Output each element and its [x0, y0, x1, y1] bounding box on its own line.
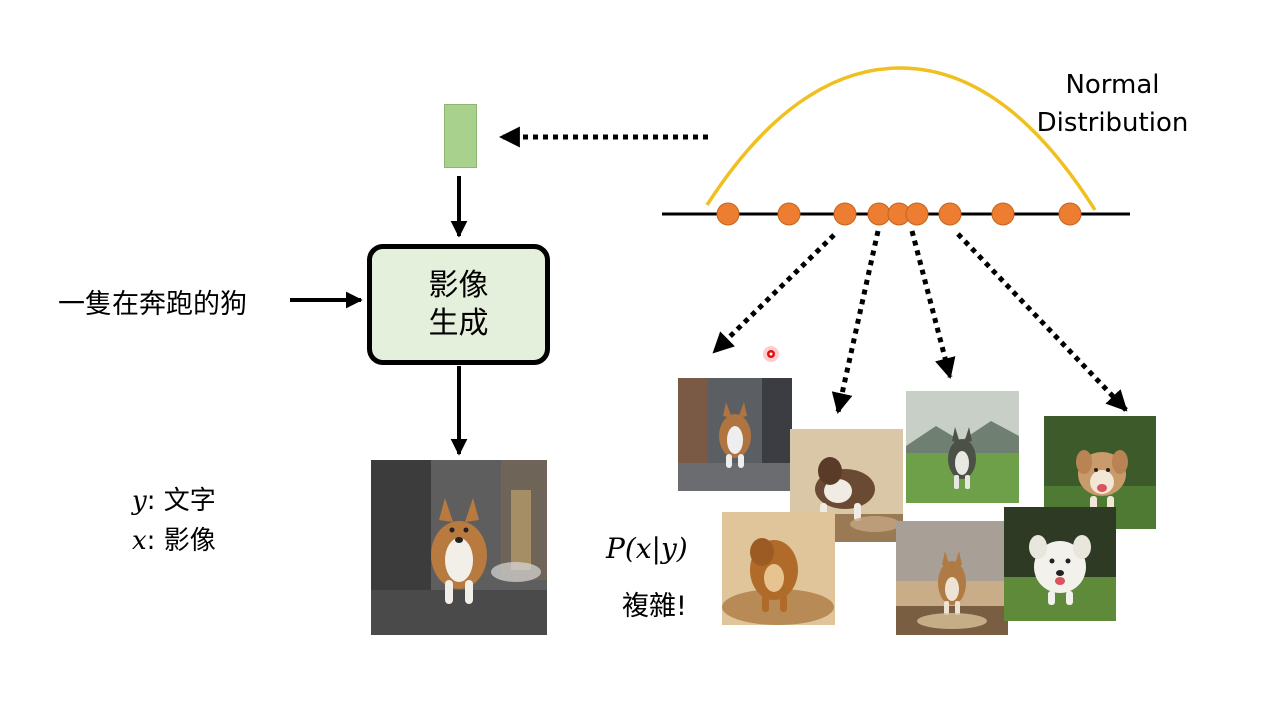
variable-y-legend: y: 文字	[132, 480, 216, 517]
sample-dog-image-1	[678, 378, 792, 491]
sample-arrow-3	[909, 230, 956, 380]
sample-point-circle-icon	[938, 202, 962, 226]
generator-label-line1: 影像	[428, 267, 489, 303]
image-generator-box: 影像 生成	[367, 244, 550, 365]
sample-point-circle-icon	[777, 202, 801, 226]
distribution-label-line1: Normal	[1065, 70, 1160, 100]
sample-dog-image-3	[906, 391, 1019, 503]
distribution-label: Normal Distribution	[1030, 66, 1195, 142]
sample-point-circle-icon	[867, 202, 891, 226]
distribution-label-line2: Distribution	[1036, 108, 1189, 138]
x-description: : 影像	[146, 526, 216, 556]
sample-dog-image-7	[1004, 507, 1116, 621]
laser-pointer-icon	[763, 346, 779, 362]
y-description: : 文字	[146, 486, 216, 516]
prompt-text: 一隻在奔跑的狗	[58, 289, 247, 320]
y-symbol: y	[132, 486, 147, 516]
sample-point-circle-icon	[991, 202, 1015, 226]
sample-arrow-4	[956, 232, 1128, 412]
probability-expression: P(x|y)	[606, 532, 688, 565]
sample-point-circle-icon	[1058, 202, 1082, 226]
generator-label-line2: 生成	[428, 305, 489, 341]
variable-x-legend: x: 影像	[132, 520, 216, 557]
x-symbol: x	[132, 526, 147, 556]
sample-arrow-2	[831, 230, 881, 415]
sample-point-circle-icon	[905, 202, 929, 226]
latent-vector	[444, 104, 477, 168]
complexity-note: 複雜!	[622, 591, 687, 622]
sample-dog-image-6	[896, 521, 1008, 635]
generated-dog-image	[371, 460, 547, 635]
sample-dog-image-5	[722, 512, 835, 625]
sample-point-circle-icon	[716, 202, 740, 226]
normal-distribution-curve	[705, 66, 1097, 211]
sample-points	[716, 202, 1082, 226]
sample-point-circle-icon	[833, 202, 857, 226]
sample-arrow-1	[712, 233, 836, 354]
